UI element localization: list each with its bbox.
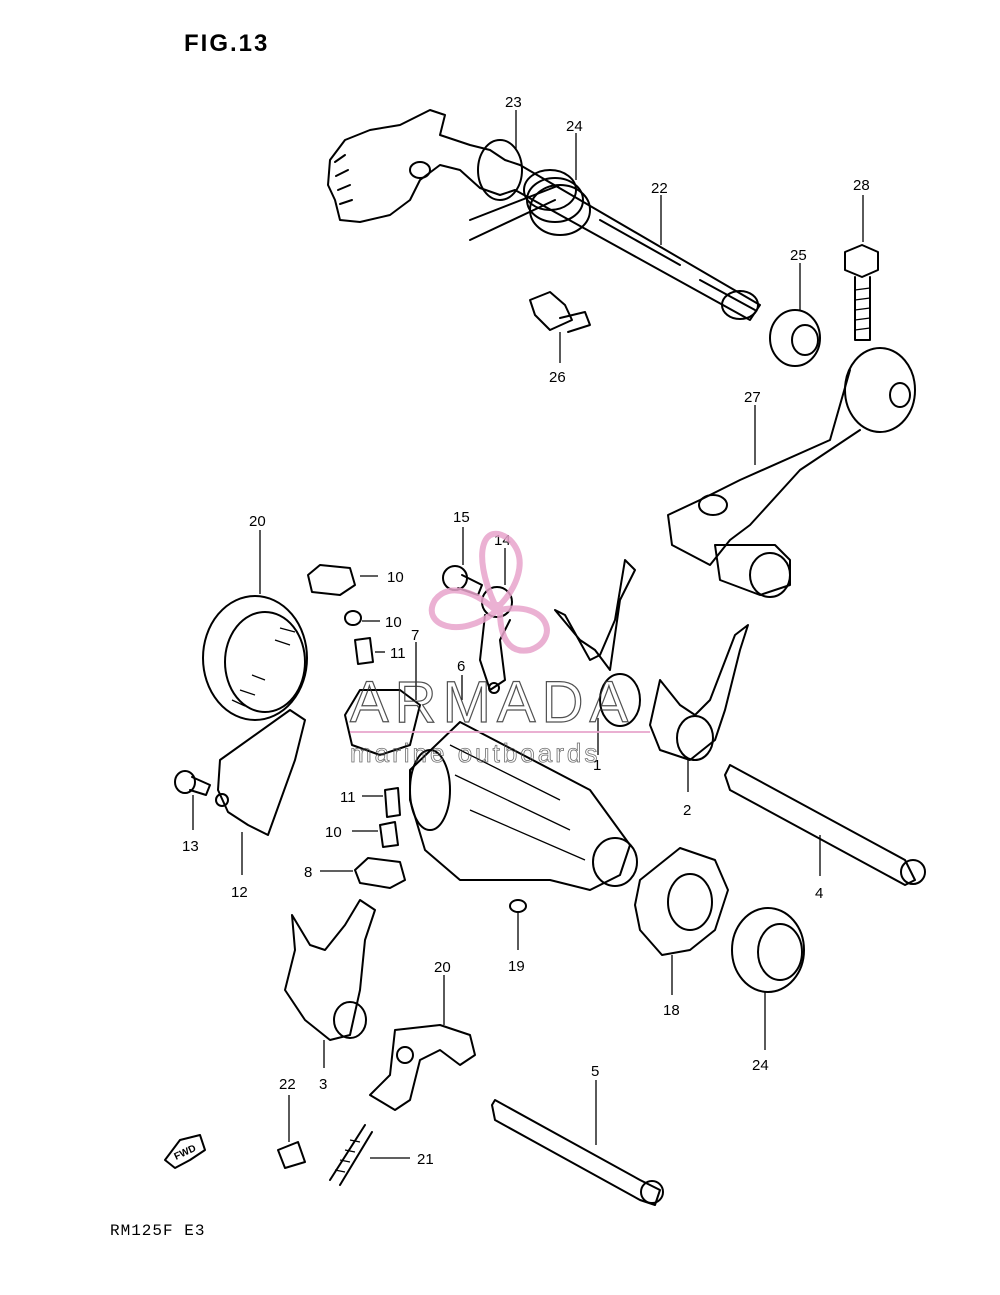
fwd-arrow-icon: FWD bbox=[164, 1134, 206, 1169]
callout-1: 1 bbox=[593, 757, 601, 774]
callout-17: 19 bbox=[508, 958, 525, 975]
screw-part-27 bbox=[529, 291, 591, 333]
callout-25: 24 bbox=[566, 118, 583, 135]
plate-part-12 bbox=[174, 709, 306, 836]
callout-5: 5 bbox=[591, 1063, 599, 1080]
callout-6: 6 bbox=[457, 658, 465, 675]
bearing-part-26 bbox=[769, 309, 821, 367]
cam-stopper-part-7 bbox=[344, 689, 421, 756]
callout-28: 27 bbox=[744, 389, 761, 406]
callout-19: 21 bbox=[417, 1151, 434, 1168]
callout-13: 13 bbox=[182, 838, 199, 855]
shift-lever-part-28 bbox=[667, 347, 916, 598]
callout-24: 23 bbox=[505, 94, 522, 111]
callout-11-upper: 11 bbox=[390, 645, 406, 662]
small-parts-upper bbox=[307, 564, 374, 665]
small-parts-lower bbox=[354, 787, 527, 913]
watermark-logo: ARMADA marine outboards bbox=[349, 530, 650, 768]
callout-26: 25 bbox=[790, 247, 807, 264]
callout-29: 28 bbox=[853, 177, 870, 194]
figure-title: FIG.13 bbox=[184, 30, 270, 57]
callout-23: 22 bbox=[651, 180, 668, 197]
propeller-icon bbox=[428, 530, 550, 654]
shift-fork-part-2 bbox=[649, 624, 749, 761]
callout-15: 15 bbox=[453, 509, 470, 526]
callout-12: 12 bbox=[231, 884, 248, 901]
callout-11-lower: 11 bbox=[340, 789, 356, 806]
spring-part-19 bbox=[329, 1124, 373, 1186]
callout-3: 3 bbox=[319, 1076, 327, 1093]
shift-fork-part-3 bbox=[284, 899, 376, 1041]
callout-9: 10 bbox=[387, 569, 404, 586]
lever-part-18 bbox=[369, 1024, 476, 1111]
bearing-part-22 bbox=[731, 907, 805, 993]
callout-10-upper: 10 bbox=[385, 614, 402, 631]
model-code: RM125F E3 bbox=[110, 1222, 206, 1240]
callout-8: 8 bbox=[304, 864, 312, 881]
callout-16: 18 bbox=[663, 1002, 680, 1019]
callout-7: 7 bbox=[411, 627, 419, 644]
pin-part-20 bbox=[277, 1141, 306, 1169]
callout-2: 2 bbox=[683, 802, 691, 819]
callout-18: 20 bbox=[434, 959, 451, 976]
shift-fork-part-1 bbox=[554, 559, 641, 727]
gear-part-16 bbox=[634, 847, 729, 956]
bolt-part-29 bbox=[844, 244, 879, 341]
callout-layer: 23 24 22 28 25 26 27 20 10 10 11 15 14 7… bbox=[182, 94, 870, 1168]
fork-shaft-part-5 bbox=[491, 1099, 664, 1206]
callout-10-lower: 10 bbox=[325, 824, 342, 841]
callout-20: 22 bbox=[279, 1076, 296, 1093]
callout-27: 26 bbox=[549, 369, 566, 386]
gearshift-shaft-part bbox=[327, 109, 761, 321]
watermark-brand: ARMADA bbox=[350, 670, 634, 735]
callout-4: 4 bbox=[815, 885, 823, 902]
shift-drum-part bbox=[409, 721, 638, 891]
fork-shaft-part-4 bbox=[724, 764, 926, 886]
callout-22: 24 bbox=[752, 1057, 769, 1074]
bearing-ring-part-21 bbox=[202, 595, 308, 721]
callout-21: 20 bbox=[249, 513, 266, 530]
watermark-tagline: marine outboards bbox=[350, 738, 600, 768]
